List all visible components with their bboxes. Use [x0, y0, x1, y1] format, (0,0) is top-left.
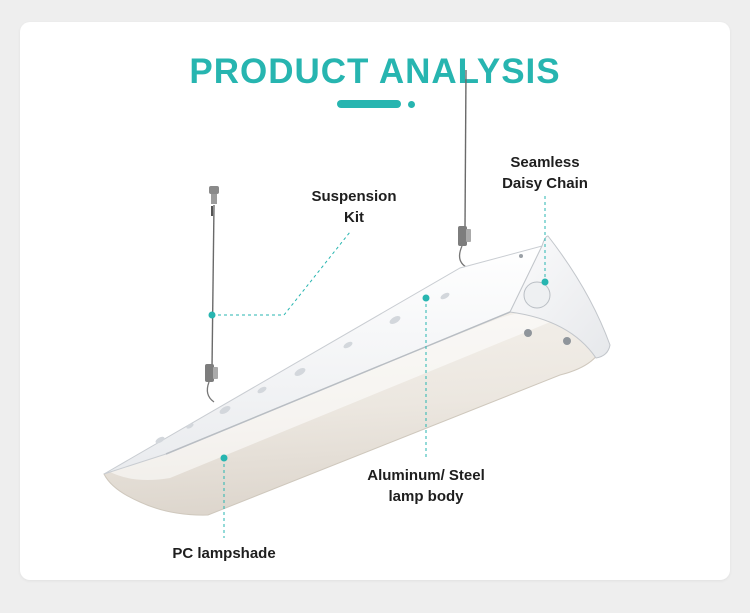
left-suspension-cable	[205, 186, 219, 403]
right-suspension-cable	[458, 69, 471, 269]
callout-body-line2: lamp body	[388, 488, 464, 505]
title-underline-bar	[337, 100, 401, 108]
callout-suspension-line2: Kit	[344, 209, 364, 226]
callout-lamp-body: Aluminum/ Steel lamp body	[356, 465, 496, 507]
body-dot	[422, 294, 430, 302]
shade-dot	[220, 454, 228, 462]
callout-shade-line1: PC lampshade	[172, 545, 276, 562]
page-title: PRODUCT ANALYSIS	[189, 52, 561, 91]
callout-suspension-line1: Suspension	[311, 188, 397, 205]
suspension-dot	[208, 311, 216, 319]
callout-daisy-line2: Daisy Chain	[502, 175, 588, 192]
callout-daisy-chain: Seamless Daisy Chain	[490, 152, 600, 194]
suspension-leader	[212, 231, 351, 316]
callout-pc-lampshade: PC lampshade	[160, 543, 288, 564]
callout-body-line1: Aluminum/ Steel	[367, 467, 485, 484]
title-underline-dot	[408, 101, 415, 108]
daisy-dot	[541, 278, 549, 286]
callout-suspension-kit: Suspension Kit	[304, 186, 404, 228]
leader-lines	[212, 196, 546, 538]
callout-daisy-line1: Seamless	[510, 154, 580, 171]
leader-dots	[208, 278, 549, 462]
linear-lamp	[103, 235, 611, 516]
